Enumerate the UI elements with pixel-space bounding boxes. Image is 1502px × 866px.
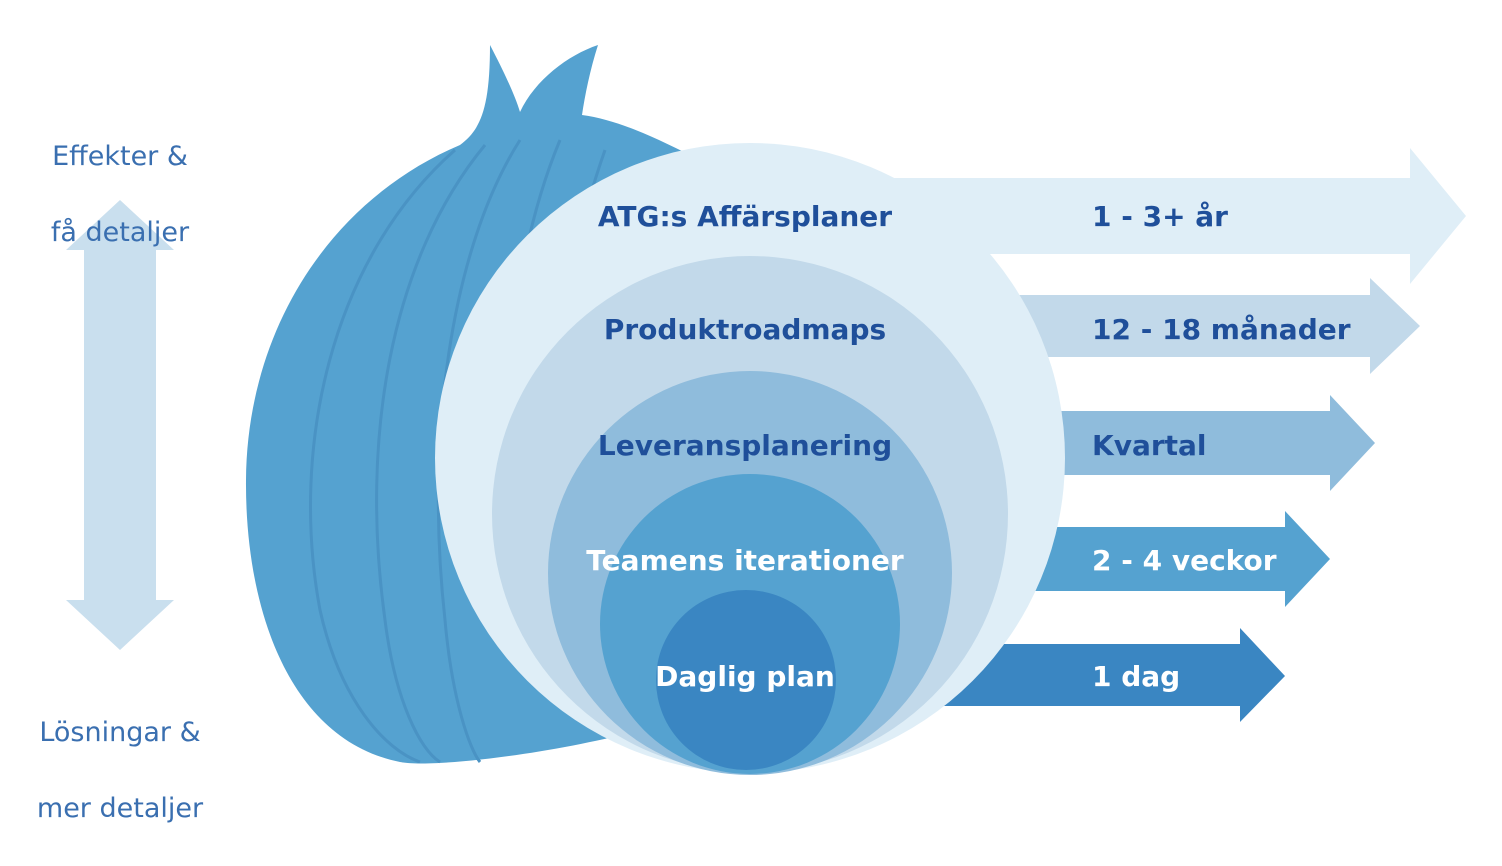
horizon-label: 12 - 18 månader: [1092, 313, 1351, 346]
side-label-top-line2: få detaljer: [50, 217, 190, 248]
side-label-top: Effekter & få detaljer: [0, 100, 240, 290]
horizon-label: Kvartal: [1092, 429, 1207, 462]
double-headed-arrow-icon: [66, 200, 174, 650]
layer-label: Daglig plan: [655, 660, 835, 693]
side-label-bottom-line1: Lösningar &: [39, 717, 201, 748]
layer-label: Teamens iterationer: [586, 544, 904, 577]
onion-rib: [309, 148, 456, 764]
horizon-label: 2 - 4 veckor: [1092, 544, 1277, 577]
horizon-label: 1 - 3+ år: [1092, 200, 1228, 233]
layer-circle-daglig-plan: [656, 590, 836, 770]
onion-diagram: ATG:s Affärsplaner Produktroadmaps Lever…: [0, 45, 1466, 824]
layer-label: ATG:s Affärsplaner: [598, 200, 892, 233]
layer-label: Leveransplanering: [598, 429, 892, 462]
onion-rib: [436, 139, 522, 763]
side-label-bottom-line2: mer detaljer: [36, 793, 204, 824]
onion-rib: [375, 144, 487, 764]
layer-label: Produktroadmaps: [604, 313, 886, 346]
horizon-label: 1 dag: [1092, 660, 1180, 693]
diagram-canvas: ATG:s Affärsplaner Produktroadmaps Lever…: [66, 45, 1466, 775]
side-label-top-line1: Effekter &: [52, 141, 188, 172]
side-label-bottom: Lösningar & mer detaljer: [0, 676, 240, 866]
